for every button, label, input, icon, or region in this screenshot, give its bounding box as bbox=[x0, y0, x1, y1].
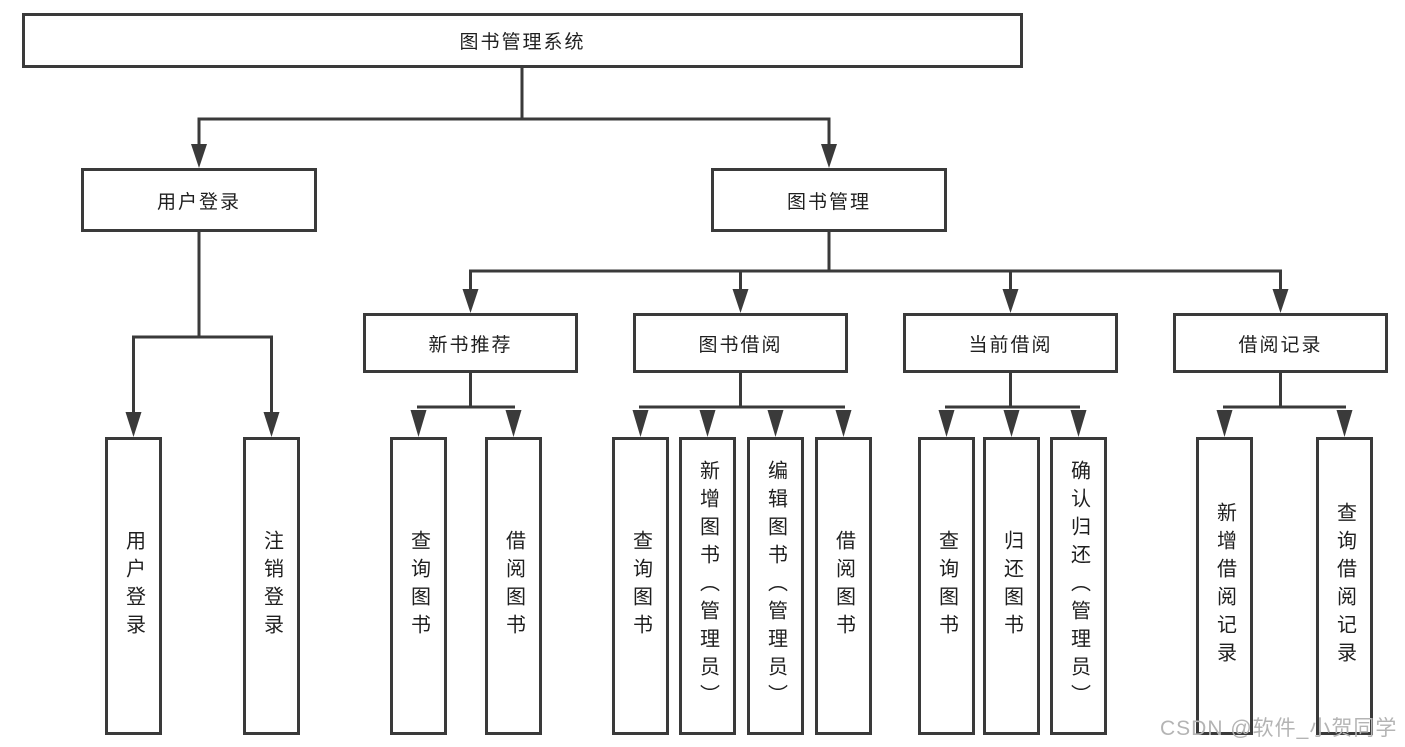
node-current-borrow: 当前借阅 bbox=[903, 313, 1118, 373]
leaf-label: 新增借阅记录 bbox=[1213, 502, 1236, 670]
leaf-logout: 注销登录 bbox=[243, 437, 300, 735]
csdn-watermark: CSDN @软件_小贺同学 bbox=[1160, 717, 1398, 740]
leaf-query-books-recommend: 查询图书 bbox=[390, 437, 447, 735]
leaf-label: 归还图书 bbox=[1000, 530, 1023, 642]
leaf-confirm-return-admin: 确认归还（管理员） bbox=[1050, 437, 1107, 735]
leaf-add-book-admin: 新增图书（管理员） bbox=[679, 437, 736, 735]
leaf-label: 新增图书（管理员） bbox=[696, 460, 719, 712]
leaf-label: 确认归还（管理员） bbox=[1067, 460, 1090, 712]
leaf-label: 查询图书 bbox=[407, 530, 430, 642]
leaf-user-login: 用户登录 bbox=[105, 437, 162, 735]
node-book-borrow: 图书借阅 bbox=[633, 313, 848, 373]
leaf-label: 查询图书 bbox=[935, 530, 958, 642]
leaf-label: 借阅图书 bbox=[832, 530, 855, 642]
leaf-return-books: 归还图书 bbox=[983, 437, 1040, 735]
leaf-query-borrow-record: 查询借阅记录 bbox=[1316, 437, 1373, 735]
leaf-label: 编辑图书（管理员） bbox=[764, 460, 787, 712]
leaf-label: 用户登录 bbox=[122, 530, 145, 642]
leaf-label: 查询借阅记录 bbox=[1333, 502, 1356, 670]
node-library-system: 图书管理系统 bbox=[22, 13, 1023, 68]
node-borrow-records: 借阅记录 bbox=[1173, 313, 1388, 373]
leaf-query-books-borrow: 查询图书 bbox=[612, 437, 669, 735]
leaf-add-borrow-record: 新增借阅记录 bbox=[1196, 437, 1253, 735]
leaf-label: 借阅图书 bbox=[502, 530, 525, 642]
leaf-edit-book-admin: 编辑图书（管理员） bbox=[747, 437, 804, 735]
node-new-book-recommend: 新书推荐 bbox=[363, 313, 578, 373]
leaf-borrow-books-recommend: 借阅图书 bbox=[485, 437, 542, 735]
leaf-label: 注销登录 bbox=[260, 530, 283, 642]
node-book-management: 图书管理 bbox=[711, 168, 947, 232]
leaf-borrow-books: 借阅图书 bbox=[815, 437, 872, 735]
leaf-label: 查询图书 bbox=[629, 530, 652, 642]
node-user-login: 用户登录 bbox=[81, 168, 317, 232]
leaf-query-books-current: 查询图书 bbox=[918, 437, 975, 735]
